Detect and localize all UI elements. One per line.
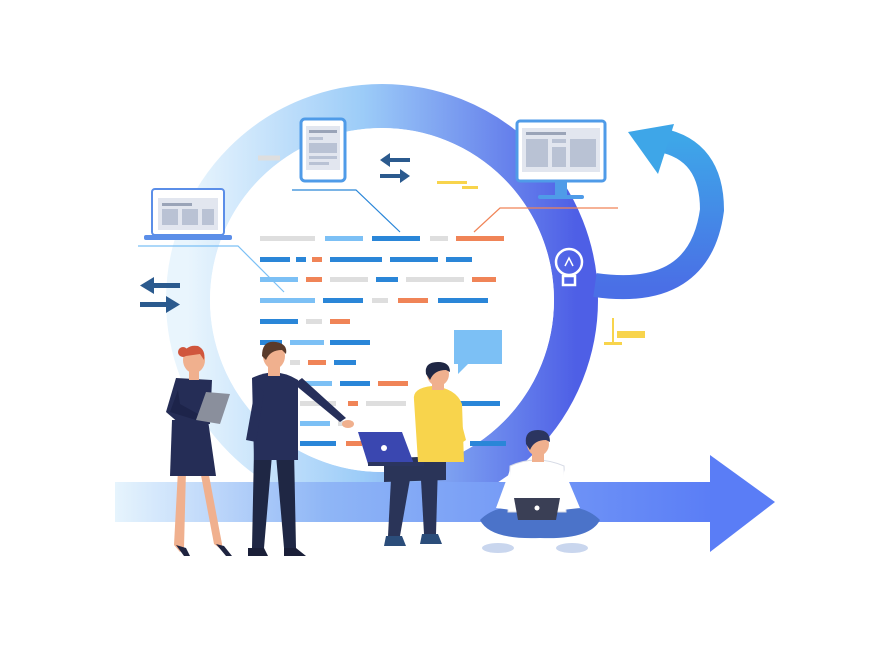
curved-arrow-icon xyxy=(593,124,725,300)
swap-arrows-icon-left xyxy=(140,277,180,313)
tablet-icon xyxy=(299,117,347,183)
connector-lines xyxy=(138,155,618,293)
man-sitting xyxy=(480,430,600,553)
man-with-laptop xyxy=(358,362,466,546)
swap-arrows-icon xyxy=(380,153,410,183)
monitor-icon xyxy=(515,119,607,199)
decorative-dashes xyxy=(437,181,645,345)
man-in-suit xyxy=(246,341,354,556)
lightbulb-icon xyxy=(554,247,584,287)
woman-with-tablet xyxy=(166,345,232,556)
laptop-icon xyxy=(144,188,232,240)
chat-bubble-icon xyxy=(454,330,502,374)
code-block xyxy=(260,236,506,446)
